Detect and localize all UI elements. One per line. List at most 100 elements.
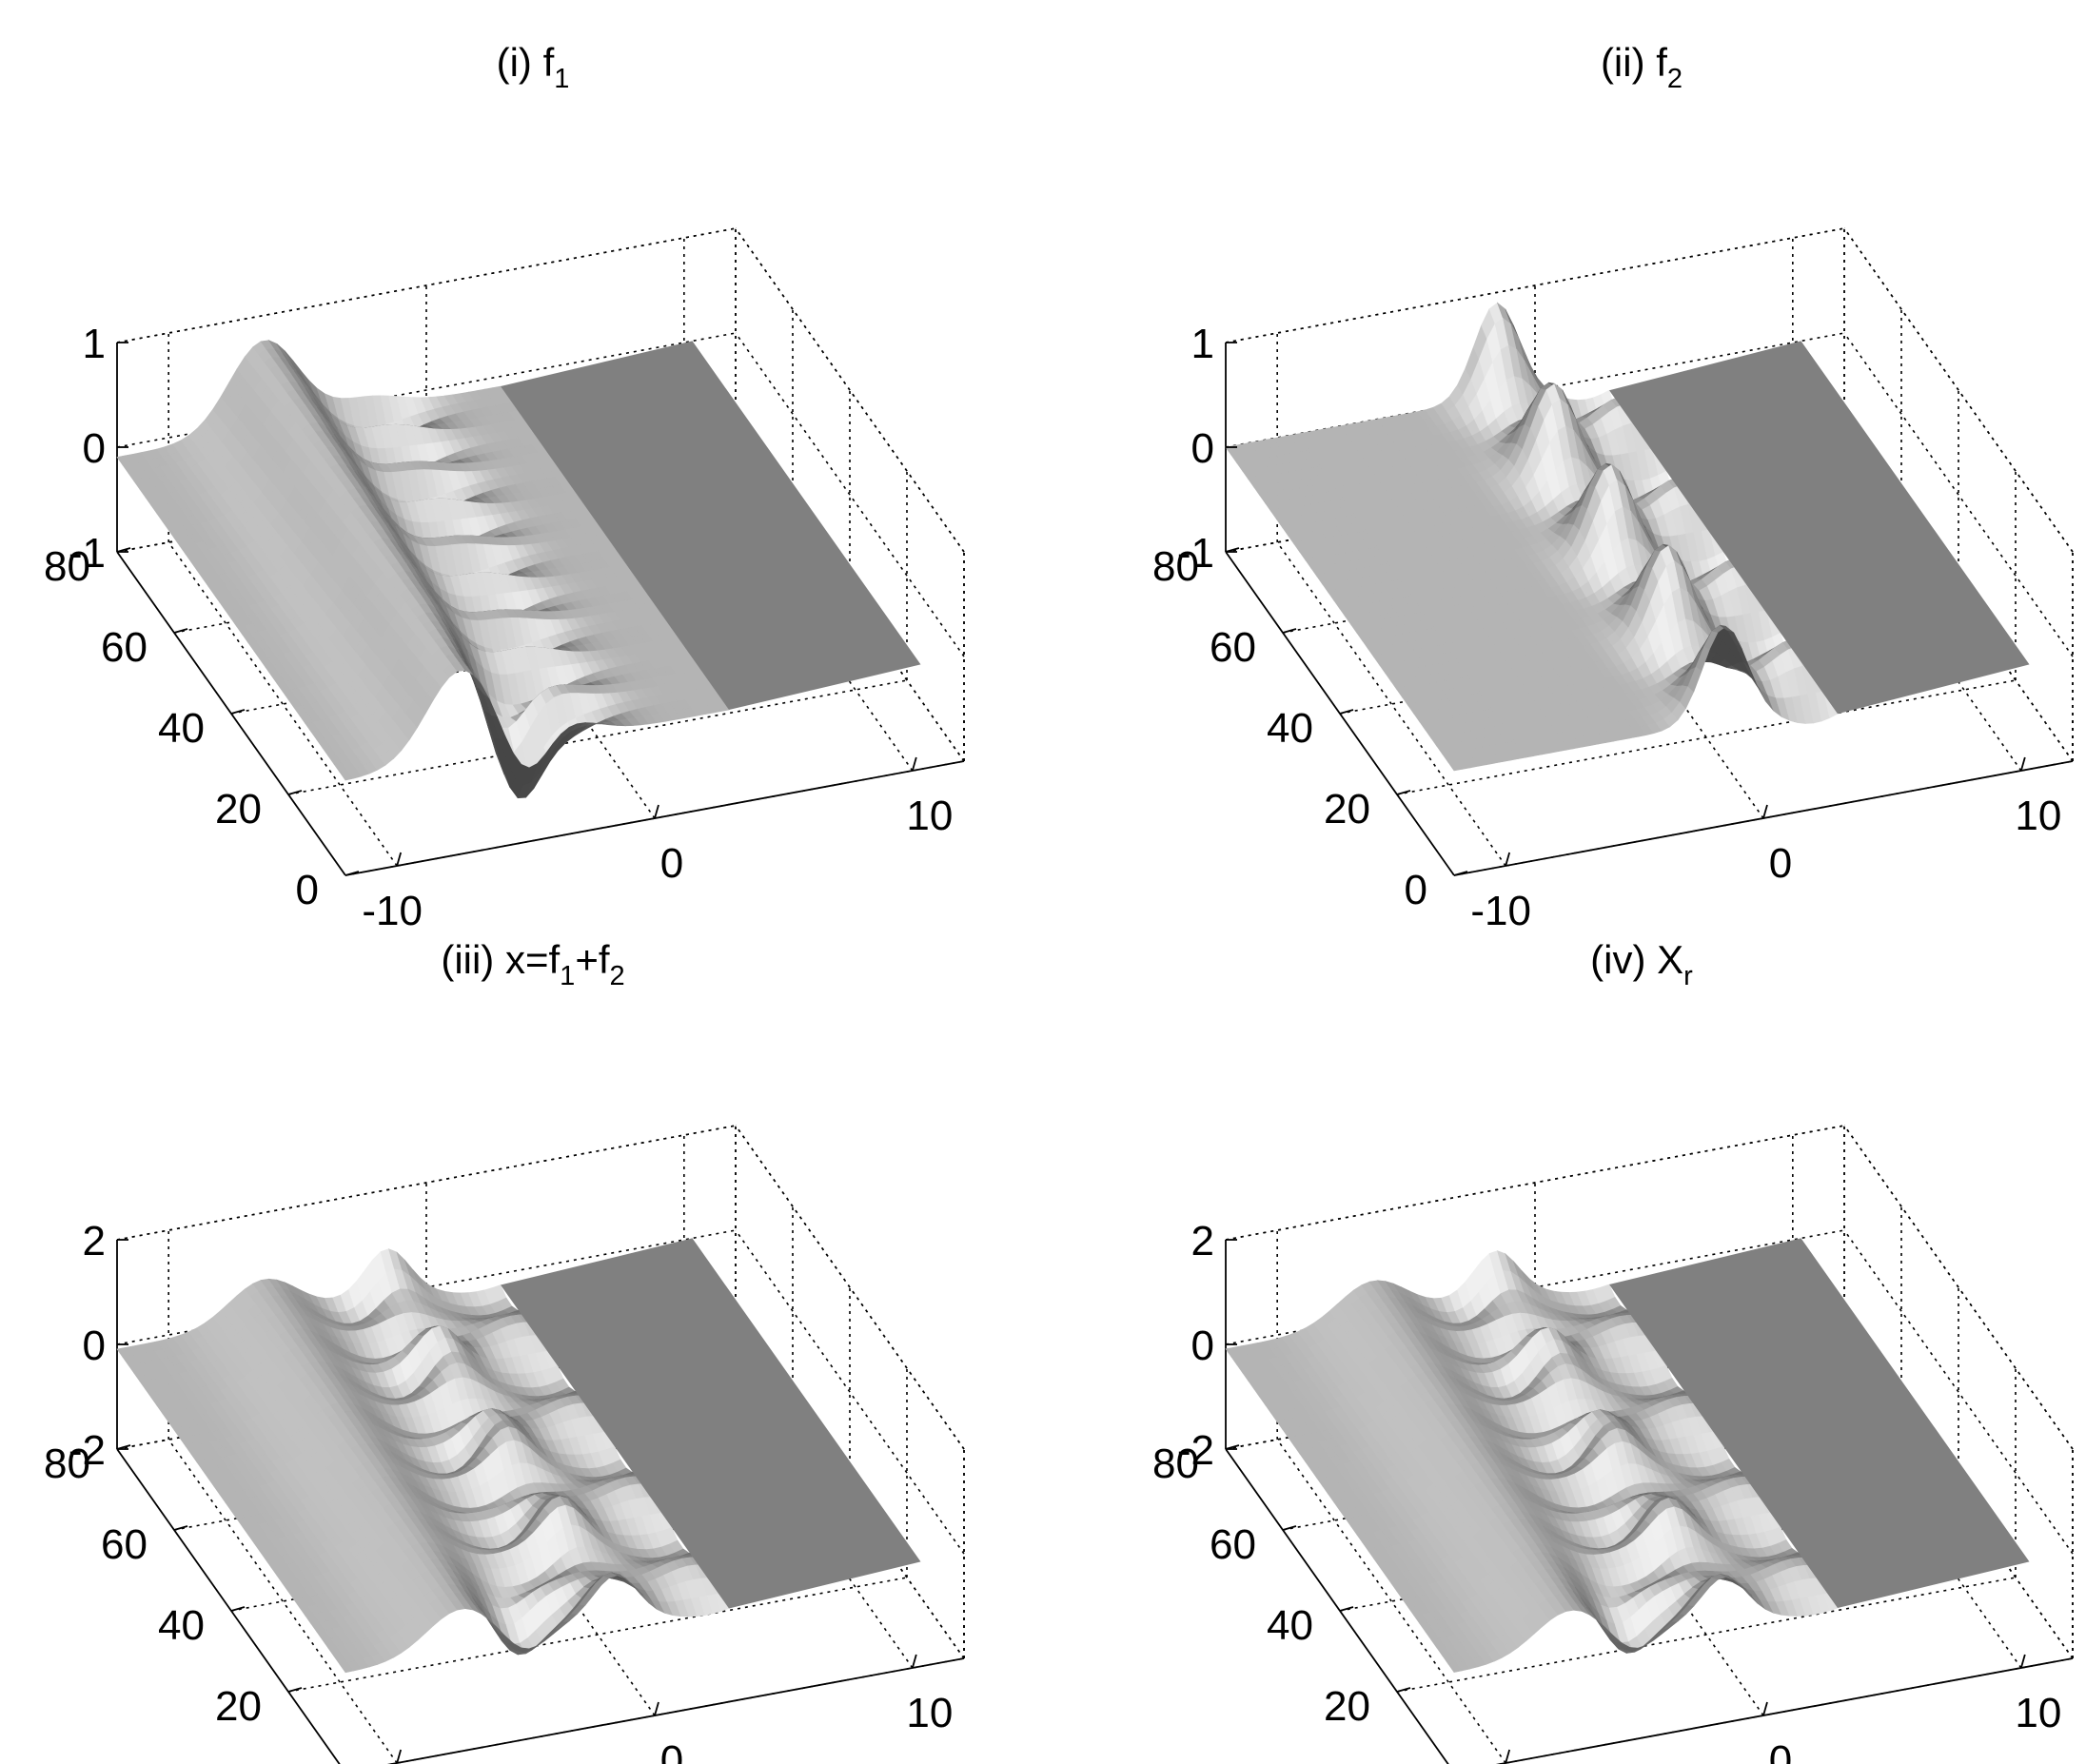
y-tick xyxy=(230,709,246,715)
grid-line xyxy=(735,1125,965,1450)
x-tick-label: 0 xyxy=(1769,840,1792,887)
x-axis xyxy=(1495,1657,2074,1764)
grid-line xyxy=(1843,1125,2074,1450)
panel-title: (iii) x=f1+f2 xyxy=(441,937,624,991)
surface xyxy=(1225,1238,2030,1673)
z-tick-label: 0 xyxy=(83,425,106,472)
z-tick-label: 1 xyxy=(1191,321,1214,367)
grid-line xyxy=(735,332,965,657)
surface-plane xyxy=(1609,341,2030,715)
x-tick xyxy=(1762,1701,1768,1716)
x-tick-label: 0 xyxy=(1769,1737,1792,1764)
grid-line xyxy=(1225,1125,1845,1241)
y-tick-label: 20 xyxy=(1324,786,1370,833)
y-tick-label: 20 xyxy=(215,1683,262,1730)
x-tick-label: -10 xyxy=(1470,888,1531,934)
y-tick xyxy=(1453,871,1468,876)
surface-plane xyxy=(501,341,921,711)
y-tick xyxy=(230,1606,246,1612)
grid-line xyxy=(287,679,908,795)
y-tick-label: 60 xyxy=(1210,624,1256,671)
z-tick-label: -1 xyxy=(69,530,106,577)
z-tick-label: 2 xyxy=(83,1218,106,1264)
surface xyxy=(116,1238,921,1674)
x-tick xyxy=(654,804,659,819)
grid-line xyxy=(1396,679,2017,795)
y-tick-label: 20 xyxy=(215,786,262,833)
y-tick xyxy=(173,1525,188,1531)
x-tick xyxy=(2019,1654,2026,1669)
x-axis xyxy=(386,1657,965,1764)
y-tick-label: 60 xyxy=(101,1521,148,1568)
y-tick xyxy=(1339,1606,1354,1612)
x-tick xyxy=(654,1701,659,1716)
y-tick xyxy=(1339,709,1354,715)
grid-line xyxy=(1276,541,1506,867)
y-tick-label: 40 xyxy=(1267,1602,1313,1649)
x-tick xyxy=(2019,756,2026,772)
y-tick-label: 80 xyxy=(44,543,90,590)
x-tick xyxy=(396,1749,403,1764)
grid-line xyxy=(1225,227,1845,343)
grid-line xyxy=(1276,1439,1506,1764)
grid-line xyxy=(1396,1577,2017,1693)
surface xyxy=(116,340,921,799)
y-tick xyxy=(1282,628,1297,634)
x-tick-label: 0 xyxy=(660,1737,683,1764)
y-tick-label: 0 xyxy=(1405,867,1427,913)
grid-line xyxy=(116,332,737,448)
y-tick xyxy=(287,1687,303,1693)
y-tick-label: 60 xyxy=(1210,1521,1256,1568)
panel-title: (iv) Xr xyxy=(1590,937,1693,991)
grid-line xyxy=(735,227,965,553)
x-tick-label: 10 xyxy=(2015,1690,2061,1736)
panel-title: (i) f1 xyxy=(497,40,570,94)
grid-line xyxy=(116,1125,737,1241)
y-tick-label: 20 xyxy=(1324,1683,1370,1730)
y-tick xyxy=(173,628,188,634)
z-tick-label: 0 xyxy=(1191,425,1214,472)
surface xyxy=(1225,302,2030,772)
x-tick xyxy=(1505,1749,1511,1764)
z-tick-label: 0 xyxy=(83,1323,106,1369)
x-tick-label: -10 xyxy=(362,888,423,934)
grid-line xyxy=(1843,227,2074,553)
surface-plane xyxy=(501,1238,921,1609)
y-tick-label: 80 xyxy=(44,1441,90,1487)
x-tick xyxy=(911,1654,917,1669)
y-tick xyxy=(287,790,303,795)
z-tick-label: 1 xyxy=(83,321,106,367)
x-tick-label: 10 xyxy=(906,793,953,839)
y-tick-label: 0 xyxy=(296,867,319,913)
x-tick xyxy=(911,756,917,772)
y-tick-label: 60 xyxy=(101,624,148,671)
grid-line xyxy=(387,1657,965,1764)
x-tick-label: 0 xyxy=(660,840,683,887)
y-tick-label: 40 xyxy=(158,1602,205,1649)
z-tick-label: -2 xyxy=(1177,1427,1214,1474)
z-tick-label: -2 xyxy=(69,1427,106,1474)
grid-line xyxy=(167,1439,398,1764)
grid-line xyxy=(1496,1657,2074,1764)
grid-line xyxy=(287,1577,908,1693)
x-tick-label: 10 xyxy=(906,1690,953,1736)
x-tick xyxy=(1505,852,1511,867)
surface-plane xyxy=(1609,1238,2030,1609)
x-tick xyxy=(396,852,403,867)
x-tick xyxy=(1762,804,1768,819)
grid-line xyxy=(116,227,737,343)
y-tick-label: 40 xyxy=(1267,705,1313,752)
y-tick xyxy=(1396,1687,1411,1693)
y-tick-label: 80 xyxy=(1152,543,1199,590)
z-tick-label: -1 xyxy=(1177,530,1214,577)
grid-line xyxy=(735,1229,965,1555)
y-tick xyxy=(344,871,360,876)
y-tick xyxy=(1282,1525,1297,1531)
z-tick-label: 2 xyxy=(1191,1218,1214,1264)
x-tick-label: 10 xyxy=(2015,793,2061,839)
